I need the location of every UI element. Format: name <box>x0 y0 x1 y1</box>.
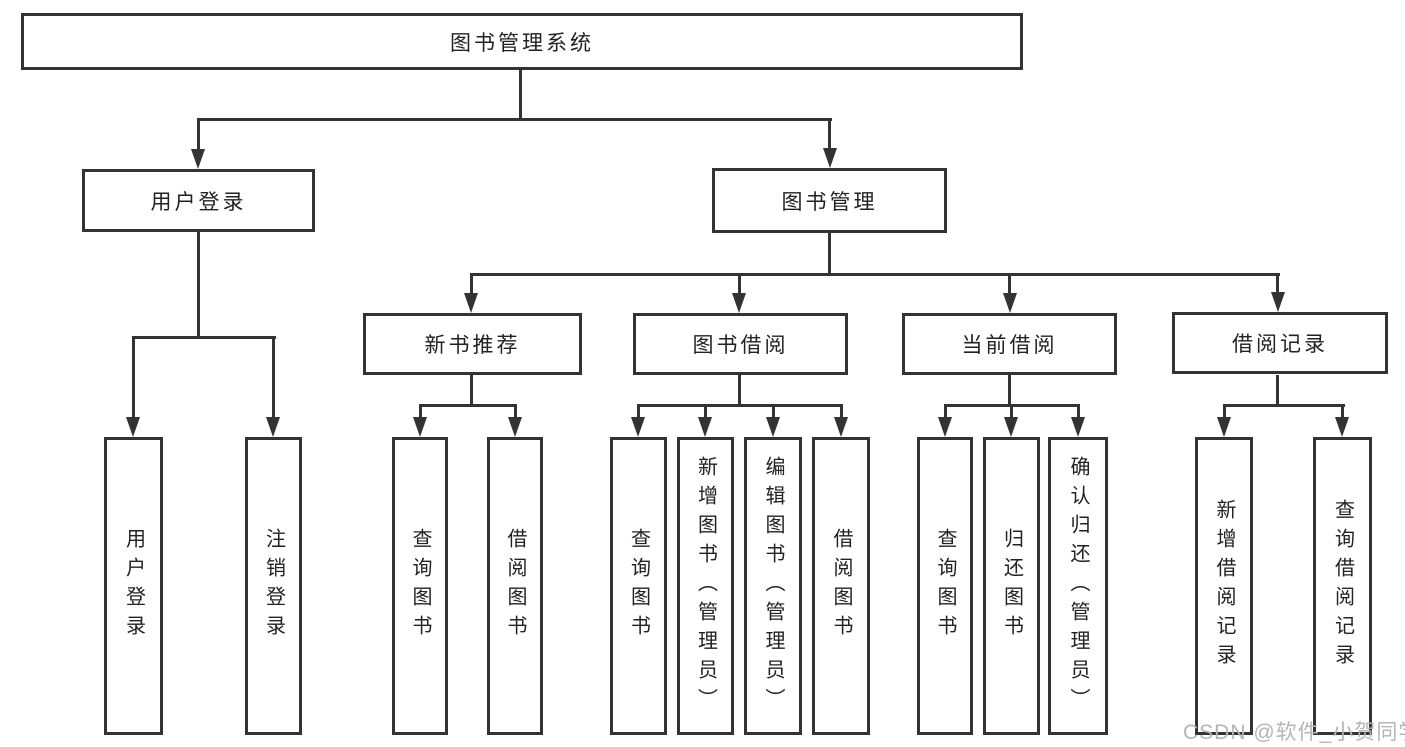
leaf-nb-query-books: 查询图书 <box>392 437 448 735</box>
node-book-management: 图书管理 <box>712 168 947 233</box>
connector-book-mgmt-stem <box>828 118 831 151</box>
leaf-cb-confirm-return-admin-label: 确认归还（管理员） <box>1067 455 1089 717</box>
node-user-login-label: 用户登录 <box>150 190 247 214</box>
arrow-down-icon <box>508 417 522 437</box>
connector-cb-stem <box>1008 273 1011 294</box>
arrow-down-icon <box>126 417 140 437</box>
node-current-borrow-label: 当前借阅 <box>961 334 1058 357</box>
arrow-down-icon <box>413 417 427 437</box>
node-root-label: 图书管理系统 <box>450 31 594 55</box>
leaf-bb-borrow-books: 借阅图书 <box>812 437 870 735</box>
arrow-down-icon <box>938 417 952 437</box>
connector-root-stem <box>519 70 522 120</box>
connector-br-bar <box>1223 404 1345 407</box>
connector-cb-leaf3-stem <box>1077 404 1080 420</box>
arrow-down-icon <box>732 293 746 313</box>
leaf-bb-add-books-admin: 新增图书（管理员） <box>677 437 734 735</box>
node-root: 图书管理系统 <box>21 13 1023 70</box>
leaf-bb-borrow-books-label: 借阅图书 <box>830 528 852 644</box>
arrow-down-icon <box>1271 292 1285 312</box>
leaf-nb-borrow-books: 借阅图书 <box>487 437 543 735</box>
arrow-down-icon <box>1003 293 1017 313</box>
leaf-br-add-record: 新增借阅记录 <box>1195 437 1253 735</box>
connector-cb-leaf2-stem <box>1010 404 1013 420</box>
connector-nb-leaf2-stem <box>514 404 517 420</box>
connector-ul-leaf2-stem <box>272 336 275 421</box>
leaf-bb-add-books-admin-label: 新增图书（管理员） <box>694 455 717 717</box>
connector-ul-down <box>197 230 200 339</box>
connector-nb-bar <box>419 404 517 407</box>
leaf-user-login-label: 用户登录 <box>122 528 145 644</box>
connector-nb-stem <box>470 273 473 294</box>
node-book-borrow-label: 图书借阅 <box>692 334 789 357</box>
connector-bb-bar <box>637 404 843 407</box>
arrow-down-icon <box>1071 417 1085 437</box>
node-user-login: 用户登录 <box>82 169 315 232</box>
leaf-br-query-record: 查询借阅记录 <box>1313 437 1372 735</box>
leaf-user-login: 用户登录 <box>104 437 163 735</box>
leaf-cb-query-books-label: 查询图书 <box>934 528 956 644</box>
connector-br-leaf1-stem <box>1223 404 1226 420</box>
node-book-borrow: 图书借阅 <box>633 313 848 375</box>
connector-bb-leaf2-stem <box>704 404 707 420</box>
connector-ul-bar <box>132 336 276 339</box>
leaf-bb-edit-books-admin-label: 编辑图书（管理员） <box>762 455 784 717</box>
arrow-down-icon <box>631 417 645 437</box>
leaf-bb-query-books-label: 查询图书 <box>627 528 650 644</box>
connector-nb-leaf1-stem <box>419 404 422 420</box>
leaf-br-query-record-label: 查询借阅记录 <box>1331 499 1354 673</box>
arrow-down-icon <box>1217 417 1231 437</box>
arrow-down-icon <box>834 417 848 437</box>
arrow-down-icon <box>766 417 780 437</box>
connector-nb-down <box>470 375 473 407</box>
arrow-down-icon <box>698 417 712 437</box>
arrow-down-icon <box>1004 417 1018 437</box>
csdn-watermark: CSDN @软件_小贺同学 <box>1183 721 1405 744</box>
connector-bm-down <box>828 231 831 276</box>
arrow-down-icon <box>1335 417 1349 437</box>
arrow-down-icon <box>823 148 837 168</box>
node-borrow-records-label: 借阅记录 <box>1232 333 1328 356</box>
connector-bb-leaf4-stem <box>840 404 843 420</box>
arrow-down-icon <box>266 417 280 437</box>
leaf-nb-query-books-label: 查询图书 <box>409 528 431 644</box>
arrow-down-icon <box>464 293 478 313</box>
node-borrow-records: 借阅记录 <box>1172 312 1388 374</box>
connector-bb-leaf3-stem <box>772 404 775 420</box>
leaf-logout-label: 注销登录 <box>262 528 285 644</box>
connector-cb-leaf1-stem <box>944 404 947 420</box>
leaf-br-add-record-label: 新增借阅记录 <box>1213 499 1235 673</box>
node-new-book-recommend: 新书推荐 <box>363 313 582 375</box>
leaf-cb-confirm-return-admin: 确认归还（管理员） <box>1048 437 1108 735</box>
connector-br-stem <box>1276 273 1279 294</box>
leaf-bb-query-books: 查询图书 <box>610 437 667 735</box>
connector-level3-bar <box>470 273 1280 276</box>
leaf-cb-return-books-label: 归还图书 <box>1000 528 1023 644</box>
arrow-down-icon <box>191 149 205 169</box>
leaf-nb-borrow-books-label: 借阅图书 <box>504 528 526 644</box>
leaf-bb-edit-books-admin: 编辑图书（管理员） <box>744 437 802 735</box>
leaf-cb-return-books: 归还图书 <box>983 437 1040 735</box>
node-book-management-label: 图书管理 <box>781 190 878 214</box>
leaf-cb-query-books: 查询图书 <box>917 437 973 735</box>
connector-cb-down <box>1008 375 1011 407</box>
connector-bb-down <box>738 375 741 407</box>
node-new-book-recommend-label: 新书推荐 <box>424 334 521 357</box>
leaf-logout: 注销登录 <box>245 437 302 735</box>
node-current-borrow: 当前借阅 <box>902 313 1117 375</box>
connector-bb-leaf1-stem <box>637 404 640 420</box>
connector-br-leaf2-stem <box>1341 404 1344 420</box>
connector-br-down <box>1276 375 1279 407</box>
connector-ul-leaf1-stem <box>132 336 135 421</box>
connector-level2-bar <box>197 118 832 121</box>
connector-bb-stem <box>738 273 741 294</box>
connector-user-login-stem <box>197 118 200 151</box>
